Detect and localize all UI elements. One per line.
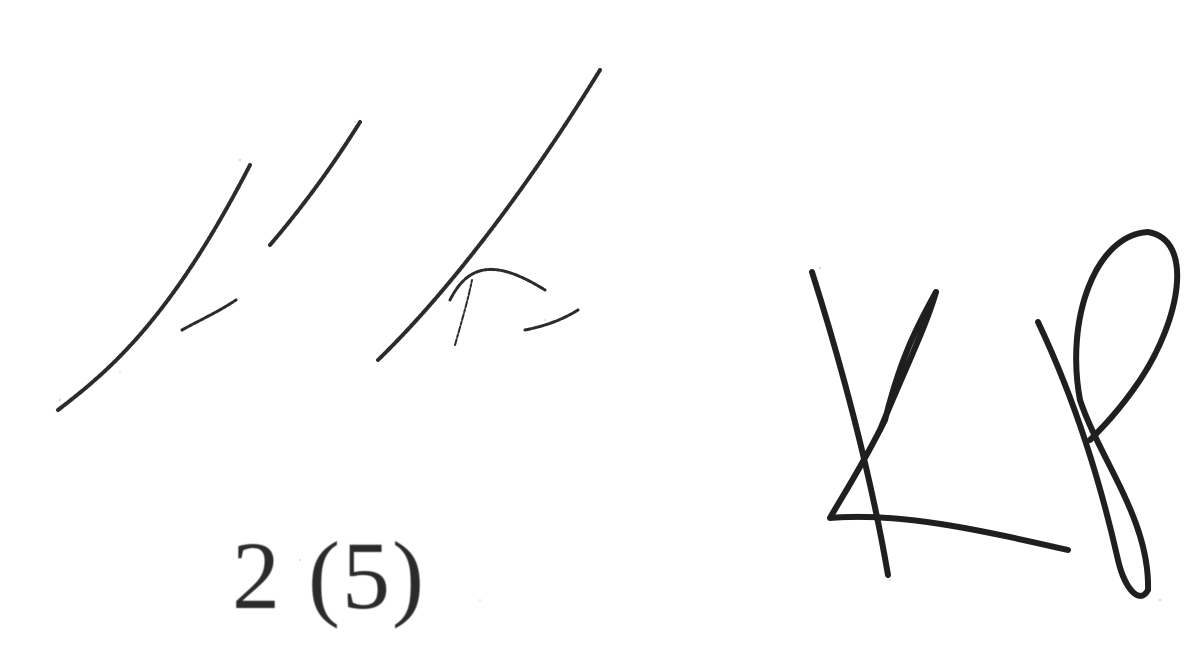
initial-k-stroke [809, 269, 891, 578]
signature-stroke [454, 279, 473, 346]
signature-stroke [180, 298, 238, 332]
signature-stroke [376, 68, 602, 362]
signature-stroke [448, 268, 547, 302]
initial-k-stroke [877, 289, 939, 433]
signature-stroke [523, 308, 580, 332]
left-signature [56, 68, 602, 412]
initial-p-stroke [1035, 229, 1181, 599]
initial-k-stroke [827, 289, 1071, 553]
signature-stroke [268, 120, 362, 247]
page-number: 2 (5) [232, 522, 426, 629]
signature-stroke [56, 163, 252, 412]
